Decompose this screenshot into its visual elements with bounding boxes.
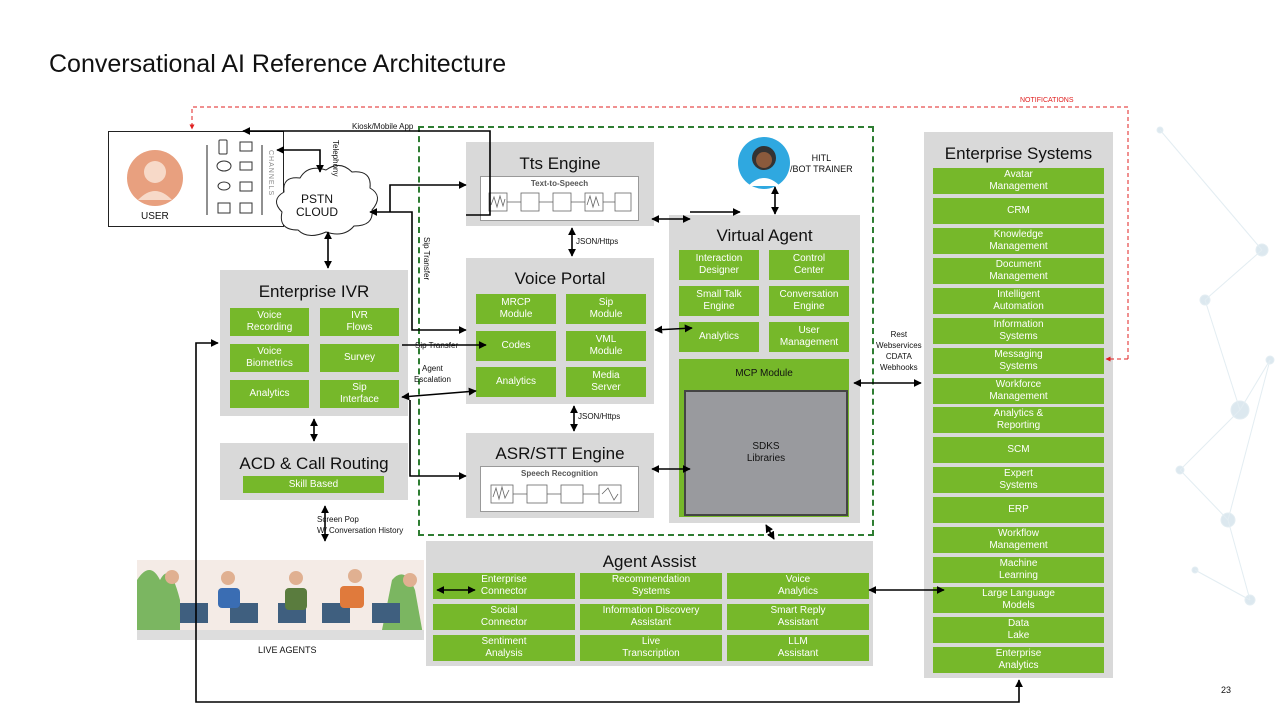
telephony-label: Telephony — [331, 140, 340, 177]
sip-transfer-label: Sip Transfer — [415, 341, 459, 350]
json-https-label-1: JSON/Https — [576, 237, 619, 246]
user-label: USER — [141, 211, 169, 222]
page-number: 23 — [1221, 685, 1232, 695]
agent-escalation-label: Agent Escalation — [414, 364, 451, 384]
sip-transfer-vertical-label: Sip Transfer — [422, 237, 431, 281]
screen-pop-label: Screen Pop W/ Conversation History — [317, 515, 404, 535]
page-title: Conversational AI Reference Architecture — [49, 50, 507, 78]
rest-webservices-label: Rest Webservices CDATA Webhooks — [876, 330, 922, 372]
pstn-cloud-label: PSTN CLOUD — [296, 192, 339, 219]
kiosk-label: Kiosk/Mobile App — [352, 122, 414, 131]
json-https-label-2: JSON/Https — [578, 412, 621, 421]
notifications-label: NOTIFICATIONS — [1020, 97, 1074, 104]
